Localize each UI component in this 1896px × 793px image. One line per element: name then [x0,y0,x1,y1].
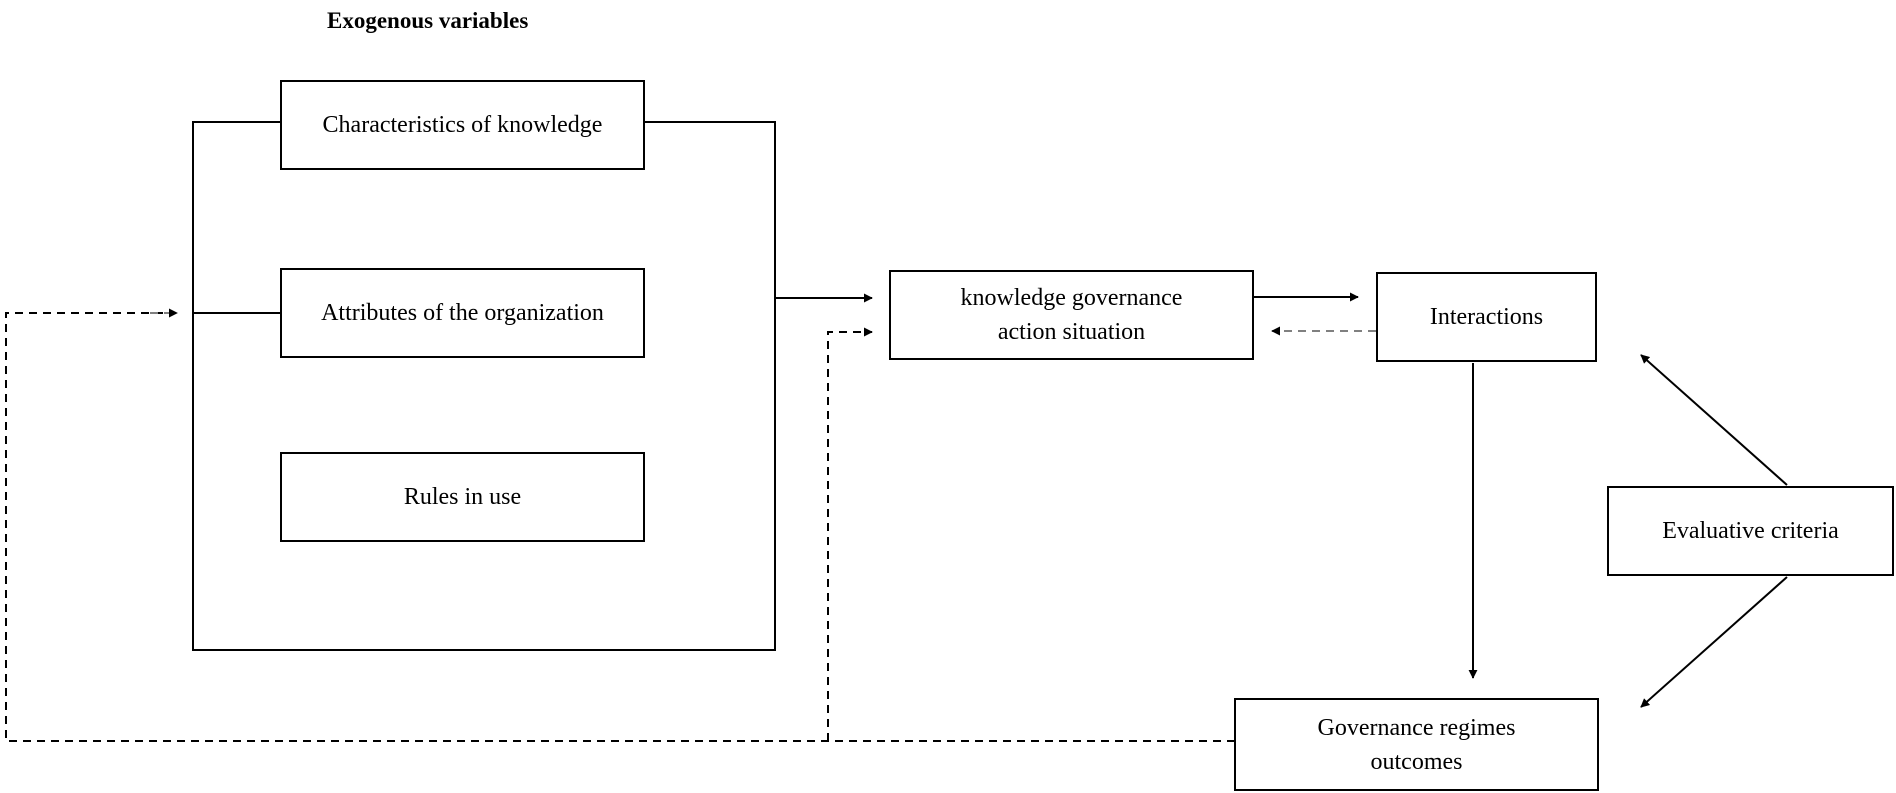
node-attributes-of-the-organization: Attributes of the organization [280,268,645,358]
node-label-line-2: outcomes [1370,748,1463,775]
edge-outcomes-to-exogenous [5,312,1235,742]
node-label-line-1: knowledge governance [960,285,1183,311]
node-knowledge-governance-action-situation: knowledge governance action situation [889,270,1254,360]
node-label: Interactions [1429,304,1544,330]
node-interactions: Interactions [1376,272,1597,362]
node-characteristics-of-knowledge: Characteristics of knowledge [280,80,645,170]
node-governance-regimes-outcomes: Governance regimes outcomes [1234,698,1599,791]
node-evaluative-criteria: Evaluative criteria [1607,486,1894,576]
diagram-title: Exogenous variables [327,8,529,33]
node-label-line-2: action situation [997,319,1146,345]
exogenous-bracket-line [192,121,776,651]
node-label: Evaluative criteria [1662,518,1839,544]
node-label: Rules in use [403,484,522,510]
node-label-line-1: Governance regimes [1317,714,1516,741]
node-label: Attributes of the organization [321,300,604,326]
edge-evaluative-to-outcomes [1640,576,1788,708]
edge-evaluative-to-interactions [1640,354,1788,486]
node-label: Characteristics of knowledge [322,112,603,138]
node-rules-in-use: Rules in use [280,452,645,542]
edge-outcomes-to-action-situation [827,327,873,741]
